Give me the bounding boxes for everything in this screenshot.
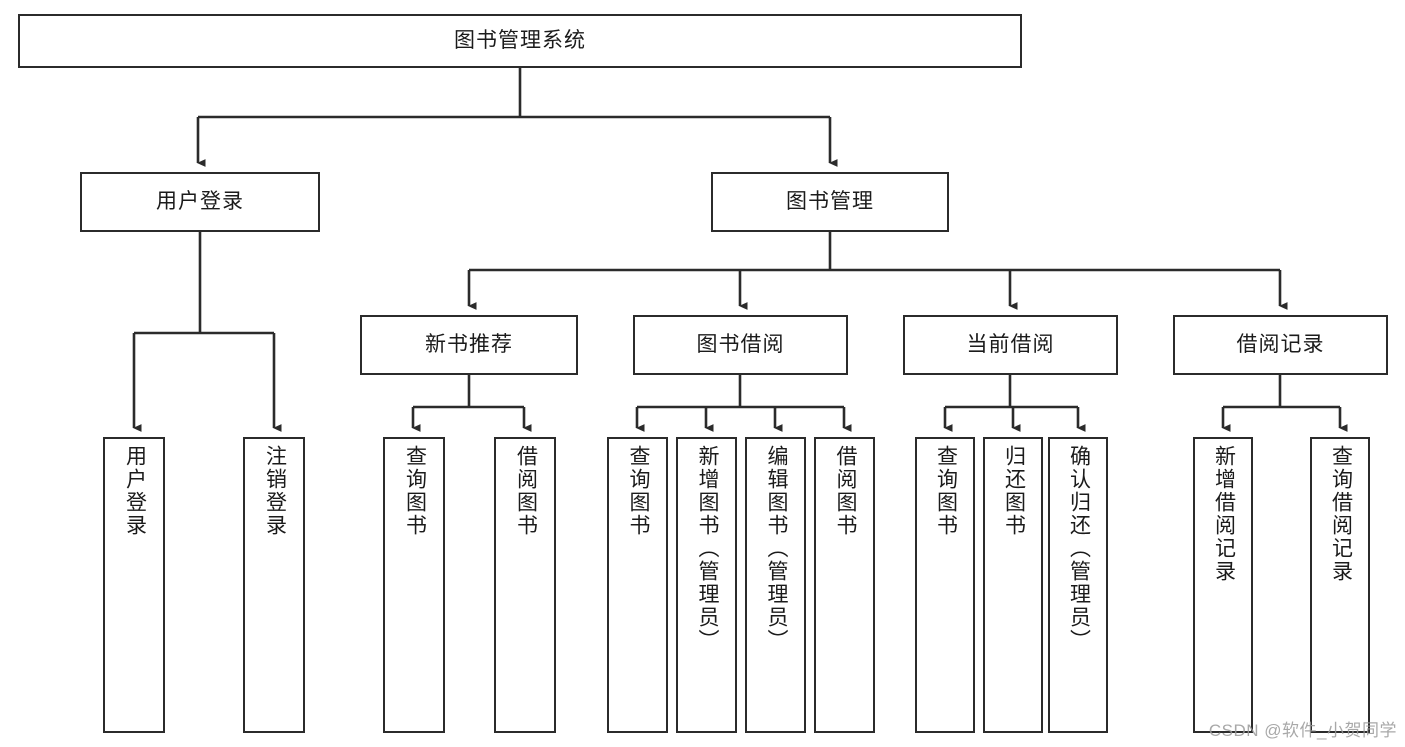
node-label: 查询图书 bbox=[626, 445, 650, 537]
leaf-book-borrow-borrow-book[interactable]: 借阅图书 bbox=[814, 437, 875, 733]
node-user-login[interactable]: 用户登录 bbox=[80, 172, 320, 232]
node-label: 用户登录 bbox=[156, 190, 244, 214]
node-label: 当前借阅 bbox=[966, 333, 1055, 357]
node-label: 新增图书（管理员） bbox=[695, 445, 719, 652]
leaf-new-book-borrow-book[interactable]: 借阅图书 bbox=[494, 437, 556, 733]
node-label: 归还图书 bbox=[1002, 445, 1026, 537]
node-label: 图书借阅 bbox=[696, 333, 785, 357]
node-label: 注销登录 bbox=[263, 445, 287, 537]
node-label: 图书管理系统 bbox=[454, 29, 586, 53]
node-new-book-recommend[interactable]: 新书推荐 bbox=[360, 315, 578, 375]
node-borrow-record[interactable]: 借阅记录 bbox=[1173, 315, 1388, 375]
node-label: 查询借阅记录 bbox=[1329, 445, 1353, 583]
node-label: 查询图书 bbox=[403, 445, 427, 537]
node-label: 新书推荐 bbox=[425, 333, 513, 357]
leaf-user-login-login[interactable]: 用户登录 bbox=[103, 437, 165, 733]
leaf-borrow-record-query-record[interactable]: 查询借阅记录 bbox=[1310, 437, 1370, 733]
node-current-borrow[interactable]: 当前借阅 bbox=[903, 315, 1118, 375]
node-label: 借阅记录 bbox=[1236, 333, 1325, 357]
node-label: 图书管理 bbox=[786, 190, 874, 214]
leaf-borrow-record-add-record[interactable]: 新增借阅记录 bbox=[1193, 437, 1253, 733]
leaf-current-borrow-return-book[interactable]: 归还图书 bbox=[983, 437, 1043, 733]
node-label: 用户登录 bbox=[123, 445, 147, 537]
node-root-book-management-system[interactable]: 图书管理系统 bbox=[18, 14, 1022, 68]
leaf-book-borrow-edit-book-admin[interactable]: 编辑图书（管理员） bbox=[745, 437, 806, 733]
node-label: 借阅图书 bbox=[514, 445, 538, 537]
node-book-borrow[interactable]: 图书借阅 bbox=[633, 315, 848, 375]
node-label: 查询图书 bbox=[934, 445, 958, 537]
node-label: 编辑图书（管理员） bbox=[764, 445, 788, 652]
leaf-user-login-logout[interactable]: 注销登录 bbox=[243, 437, 305, 733]
node-label: 新增借阅记录 bbox=[1212, 445, 1236, 583]
leaf-book-borrow-add-book-admin[interactable]: 新增图书（管理员） bbox=[676, 437, 737, 733]
node-label: 确认归还（管理员） bbox=[1067, 445, 1091, 652]
leaf-current-borrow-confirm-return-admin[interactable]: 确认归还（管理员） bbox=[1048, 437, 1108, 733]
node-label: 借阅图书 bbox=[833, 445, 857, 537]
leaf-book-borrow-query-book[interactable]: 查询图书 bbox=[607, 437, 668, 733]
leaf-new-book-query-book[interactable]: 查询图书 bbox=[383, 437, 445, 733]
csdn-watermark: CSDN @软件_小贺同学 bbox=[1208, 721, 1397, 740]
leaf-current-borrow-query-book[interactable]: 查询图书 bbox=[915, 437, 975, 733]
node-book-management[interactable]: 图书管理 bbox=[711, 172, 949, 232]
